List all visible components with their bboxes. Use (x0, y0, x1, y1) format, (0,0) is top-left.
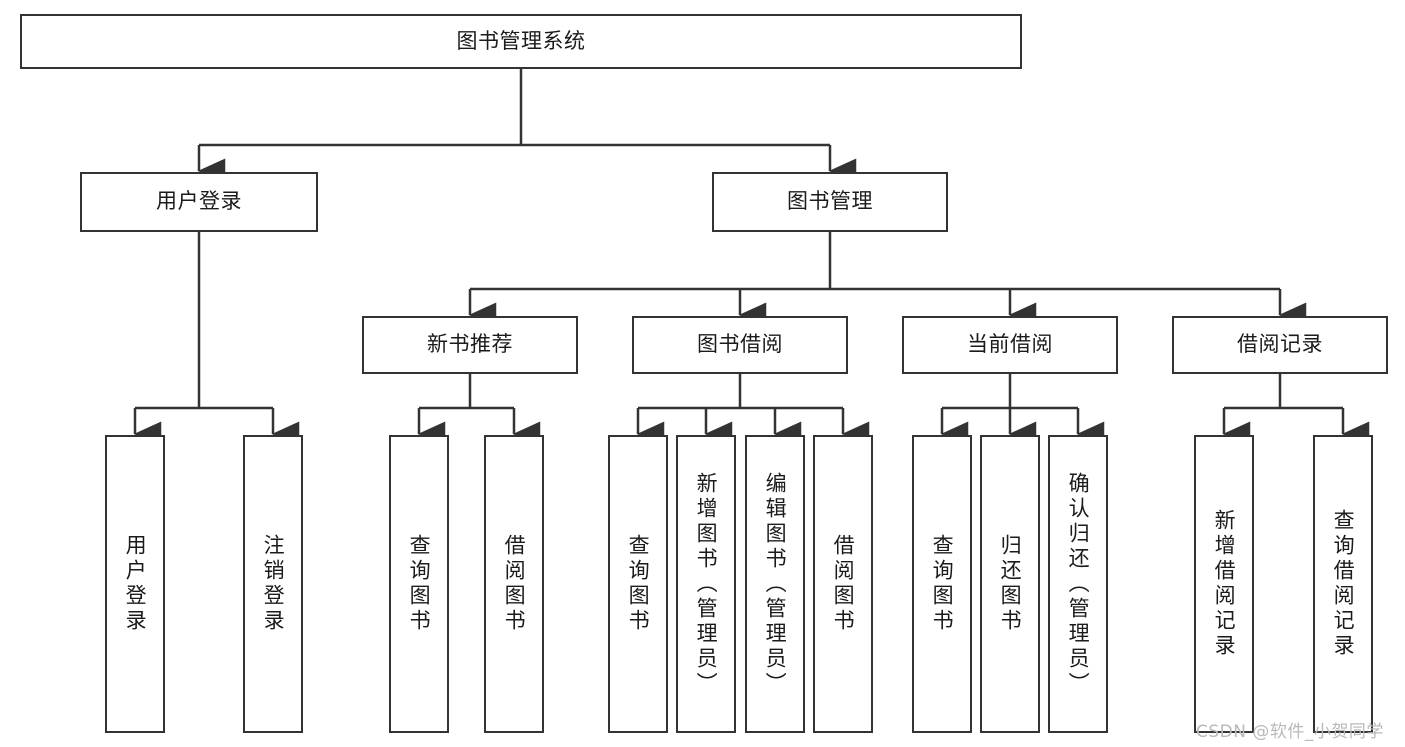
node-leaf-return-book[interactable]: 归还图书 (980, 435, 1040, 733)
node-leaf-user-login[interactable]: 用户登录 (105, 435, 165, 733)
node-label: 查询图书 (407, 534, 432, 634)
node-current-borrow[interactable]: 当前借阅 (902, 316, 1118, 374)
node-label: 查询图书 (626, 534, 651, 634)
node-label: 注销登录 (261, 534, 286, 634)
node-label: 借阅图书 (502, 534, 527, 634)
node-leaf-borrow-book-1[interactable]: 借阅图书 (484, 435, 544, 733)
node-label: 查询借阅记录 (1331, 509, 1356, 659)
node-user-login[interactable]: 用户登录 (80, 172, 318, 232)
node-new-book-rec[interactable]: 新书推荐 (362, 316, 578, 374)
node-label: 借阅图书 (831, 534, 856, 634)
node-leaf-confirm-return[interactable]: 确认归还（管理员） (1048, 435, 1108, 733)
node-leaf-add-record[interactable]: 新增借阅记录 (1194, 435, 1254, 733)
node-borrow-record[interactable]: 借阅记录 (1172, 316, 1388, 374)
node-leaf-query-book-3[interactable]: 查询图书 (912, 435, 972, 733)
node-label: 新书推荐 (427, 332, 513, 357)
node-leaf-query-record[interactable]: 查询借阅记录 (1313, 435, 1373, 733)
node-label: 查询图书 (930, 534, 955, 634)
node-leaf-query-book-2[interactable]: 查询图书 (608, 435, 668, 733)
node-leaf-add-book[interactable]: 新增图书（管理员） (676, 435, 736, 733)
node-label: 用户登录 (123, 534, 148, 634)
node-label: 当前借阅 (967, 332, 1053, 357)
node-leaf-borrow-book-2[interactable]: 借阅图书 (813, 435, 873, 733)
watermark: CSDN @软件_小贺同学 (1196, 722, 1384, 742)
node-book-borrow[interactable]: 图书借阅 (632, 316, 848, 374)
node-book-mgmt[interactable]: 图书管理 (712, 172, 948, 232)
node-label: 图书管理系统 (456, 28, 586, 53)
node-label: 图书借阅 (697, 332, 783, 357)
node-label: 图书管理 (787, 189, 873, 214)
node-root[interactable]: 图书管理系统 (20, 14, 1022, 69)
node-label: 借阅记录 (1237, 332, 1323, 357)
node-label: 确认归还（管理员） (1066, 471, 1091, 697)
node-leaf-query-book-1[interactable]: 查询图书 (389, 435, 449, 733)
node-leaf-edit-book[interactable]: 编辑图书（管理员） (745, 435, 805, 733)
node-label: 新增借阅记录 (1212, 509, 1237, 659)
node-leaf-user-logout[interactable]: 注销登录 (243, 435, 303, 733)
node-label: 归还图书 (998, 534, 1023, 634)
node-label: 新增图书（管理员） (694, 471, 719, 697)
node-label: 用户登录 (156, 189, 242, 214)
node-label: 编辑图书（管理员） (763, 471, 788, 697)
